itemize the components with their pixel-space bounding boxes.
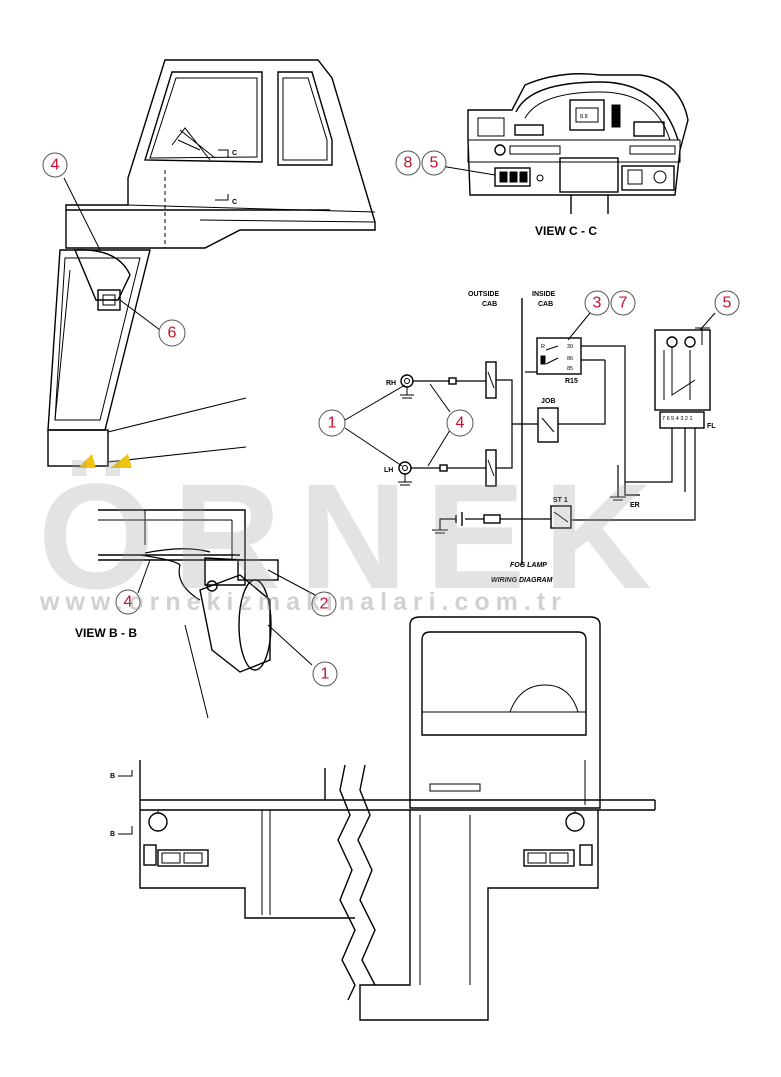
outside-cab-label-2: CAB xyxy=(482,301,497,308)
callout-5-view: 5 xyxy=(421,150,447,176)
view-bb-lamp-mount: VIEW B - B xyxy=(75,509,316,719)
r15-label: R15 xyxy=(565,378,578,385)
b-marker-top: B xyxy=(110,773,115,780)
job-label: JOB xyxy=(541,398,555,405)
fl-label: FL xyxy=(707,423,716,430)
svg-text:8: 8 xyxy=(404,155,413,172)
svg-text:3: 3 xyxy=(593,295,602,312)
c-marker-top: C xyxy=(232,150,237,157)
machine-front-view: B B xyxy=(110,616,656,1021)
watermark: ÖRNEK www.ornekizmakinalari.com.tr xyxy=(38,452,670,620)
view-cc-dashboard: 8.8 VIEW C - C xyxy=(434,73,689,238)
svg-text:5: 5 xyxy=(430,155,439,172)
c-marker-bottom: C xyxy=(232,199,237,206)
watermark-url: www.ornekizmakinalari.com.tr xyxy=(39,588,567,616)
outside-cab-label-1: OUTSIDE xyxy=(468,291,499,298)
callout-1-bb: 1 xyxy=(312,661,338,687)
callout-4-bb: 4 xyxy=(115,589,141,615)
svg-text:1: 1 xyxy=(321,666,330,683)
rh-label: RH xyxy=(386,380,396,387)
st1-label: ST 1 xyxy=(553,497,568,504)
svg-text:30: 30 xyxy=(567,344,573,350)
svg-text:R: R xyxy=(541,344,545,350)
fog-lamp-wiring-diagram: OUTSIDE CAB INSIDE CAB RH LH JOB xyxy=(344,291,716,584)
er-label: ER xyxy=(630,502,640,509)
callout-5-relay: 5 xyxy=(714,290,740,316)
callout-3-wire: 3 xyxy=(584,290,610,316)
svg-text:85: 85 xyxy=(567,366,573,372)
callout-1-lamps: 1 xyxy=(318,409,346,437)
svg-text:4: 4 xyxy=(124,594,133,611)
callout-2-bb: 2 xyxy=(311,591,337,617)
boom-column xyxy=(47,177,247,468)
diagram-title-1: FOG LAMP xyxy=(510,562,547,569)
svg-text:8.8: 8.8 xyxy=(580,114,588,120)
watermark-brand: ÖRNEK xyxy=(38,452,670,620)
view-bb-label: VIEW B - B xyxy=(75,626,137,640)
diagram-title-2: WIRING DIAGRAM xyxy=(491,577,553,584)
svg-text:7: 7 xyxy=(619,295,628,312)
callouts: 4 6 8 5 3 7 5 1 xyxy=(42,150,740,687)
callout-4-cab: 4 xyxy=(42,152,68,178)
svg-text:5: 5 xyxy=(723,295,732,312)
lh-label: LH xyxy=(384,467,393,474)
svg-text:1: 1 xyxy=(328,415,337,432)
callout-4-wires: 4 xyxy=(446,409,474,437)
view-cc-label: VIEW C - C xyxy=(535,224,597,238)
inside-cab-label-2: CAB xyxy=(538,301,553,308)
inside-cab-label-1: INSIDE xyxy=(532,291,556,298)
cab-side-view: C C xyxy=(65,59,376,249)
svg-text:86: 86 xyxy=(567,356,573,362)
svg-text:4: 4 xyxy=(456,415,465,432)
svg-text:2: 2 xyxy=(320,596,329,613)
svg-text:4: 4 xyxy=(51,157,60,174)
callout-8-view: 8 xyxy=(395,150,421,176)
callout-6-cab: 6 xyxy=(158,319,186,347)
callout-7-wire: 7 xyxy=(610,290,636,316)
svg-text:7 6 5 4 3 2 1: 7 6 5 4 3 2 1 xyxy=(662,416,693,422)
svg-text:6: 6 xyxy=(168,325,177,342)
b-marker-bottom: B xyxy=(110,831,115,838)
